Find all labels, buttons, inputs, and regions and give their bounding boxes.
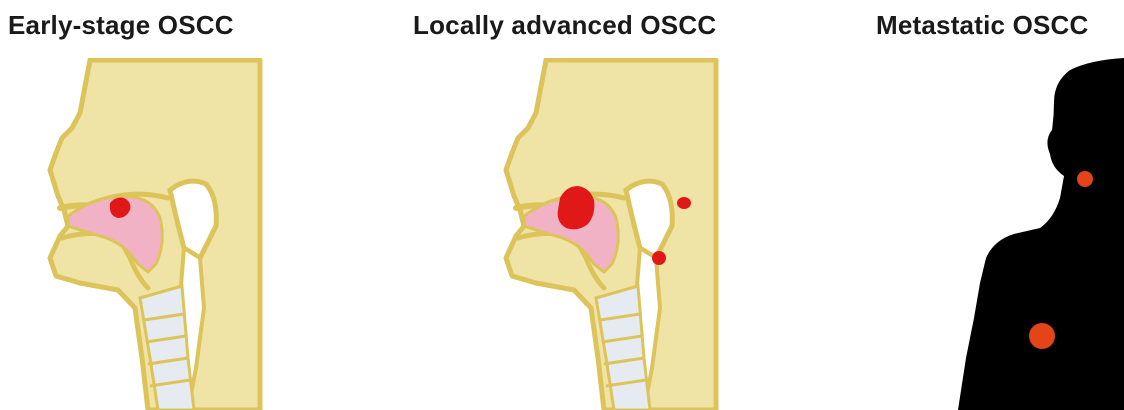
early-stage-head-illustration xyxy=(20,58,270,410)
head-sagittal-section-icon xyxy=(476,58,726,410)
locally-advanced-head-illustration xyxy=(476,58,726,410)
thoracic-metastasis xyxy=(1029,323,1055,349)
lymph-node-metastasis xyxy=(677,197,691,209)
neck-metastasis xyxy=(1077,171,1093,187)
panel-title-metastatic: Metastatic OSCC xyxy=(876,10,1089,41)
human-silhouette-icon xyxy=(940,58,1124,410)
body-silhouette xyxy=(958,58,1124,410)
panel-title-early-stage: Early-stage OSCC xyxy=(8,10,234,41)
metastatic-body-illustration xyxy=(940,58,1124,410)
panel-title-locally-advanced: Locally advanced OSCC xyxy=(413,10,716,41)
head-sagittal-section-icon xyxy=(20,58,270,410)
lymph-node-metastasis xyxy=(652,251,666,265)
